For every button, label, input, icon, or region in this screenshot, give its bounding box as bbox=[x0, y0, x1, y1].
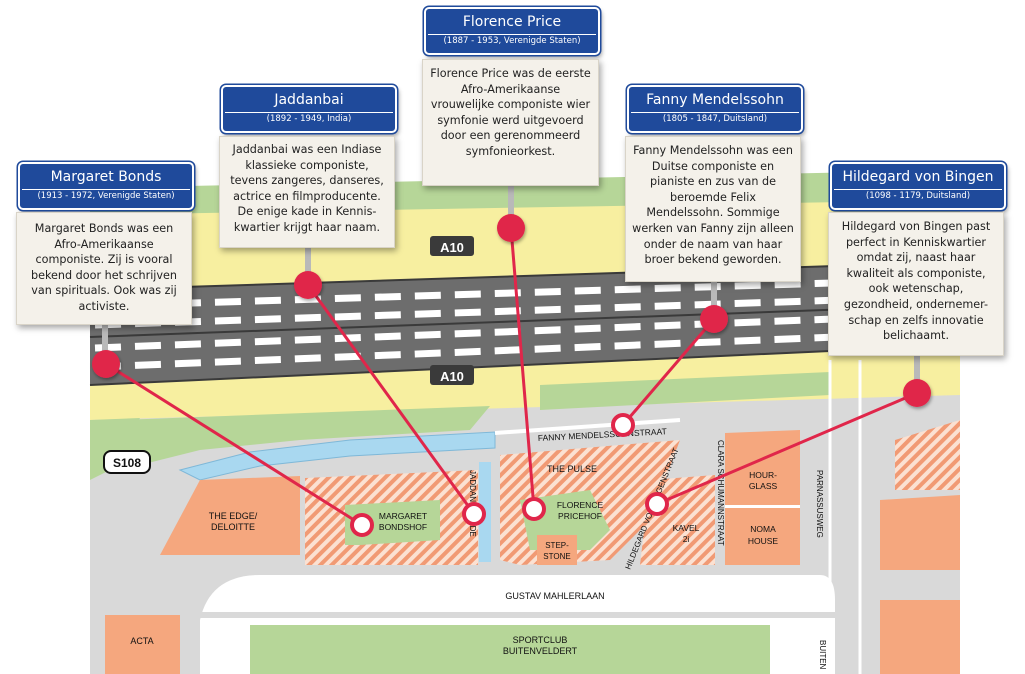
park-middle bbox=[120, 406, 490, 470]
map-label: STEP- bbox=[545, 541, 569, 550]
sign-name: Fanny Mendelssohn bbox=[646, 92, 784, 108]
target-pricehof bbox=[522, 497, 546, 521]
street-clara-label: CLARA SCHUMANNSTRAAT bbox=[716, 440, 725, 546]
building-hourglass-block bbox=[725, 430, 800, 565]
a10-top-label: A10 bbox=[440, 240, 464, 255]
sign-name: Margaret Bonds bbox=[50, 169, 162, 185]
map-label: BUITENVELDERT bbox=[503, 646, 578, 656]
sign-fanny-mendelssohn: Fanny Mendelssohn (1805 - 1847, Duitslan… bbox=[627, 85, 803, 133]
map-label: SPORTCLUB bbox=[513, 635, 568, 645]
target-jaddanbai bbox=[462, 502, 486, 526]
s108-label: S108 bbox=[113, 456, 141, 470]
target-fanny bbox=[611, 413, 635, 437]
s108-shield bbox=[103, 450, 151, 474]
info-jaddanbai: Jaddanbai was een Indiase klassieke comp… bbox=[219, 136, 395, 248]
sign-name: Jaddanbai bbox=[274, 92, 344, 108]
a10-bottom-shield bbox=[430, 365, 474, 385]
map-label: PRICEHOF bbox=[558, 511, 602, 521]
sign-jaddanbai: Jaddanbai (1892 - 1949, India) bbox=[221, 85, 397, 133]
a10-top-shield bbox=[430, 236, 474, 256]
map-label: THE PULSE bbox=[547, 464, 597, 474]
street-buitenveldert-label: BUITEN bbox=[818, 640, 827, 670]
canal bbox=[178, 431, 496, 481]
map-label: FLORENCE bbox=[557, 500, 604, 510]
map-label: DELOITTE bbox=[211, 522, 255, 532]
street-mahler-label: GUSTAV MAHLERLAAN bbox=[505, 591, 604, 601]
info-margaret-bonds: Margaret Bonds was een Afro-Amerikaanse … bbox=[16, 212, 192, 325]
dot-price bbox=[497, 214, 525, 242]
dot-jaddanbai bbox=[294, 271, 322, 299]
sign-name: Hildegard von Bingen bbox=[842, 169, 994, 185]
sign-dates: (1913 - 1972, Verenigde Staten) bbox=[22, 189, 190, 203]
map-label: GLASS bbox=[749, 481, 778, 491]
park-left bbox=[90, 418, 140, 480]
target-hildegard bbox=[645, 492, 669, 516]
map-label: HOUR- bbox=[749, 470, 777, 480]
target-bondshof bbox=[350, 513, 374, 537]
park-right-band bbox=[540, 372, 830, 410]
map-label: KAVEL bbox=[673, 523, 700, 533]
info-fanny-mendelssohn: Fanny Mendelssohn was een Duitse componi… bbox=[625, 136, 801, 282]
sign-dates: (1892 - 1949, India) bbox=[225, 112, 393, 126]
info-hildegard-von-bingen: Hildegard von Bingen past perfect in Ken… bbox=[828, 212, 1004, 356]
map-label: MARGARET bbox=[379, 511, 427, 521]
dot-hildegard bbox=[903, 379, 931, 407]
sign-dates: (1887 - 1953, Verenigde Staten) bbox=[428, 34, 596, 48]
sign-dates: (1098 - 1179, Duitsland) bbox=[834, 189, 1002, 203]
sign-hildegard-von-bingen: Hildegard von Bingen (1098 - 1179, Duits… bbox=[830, 162, 1006, 210]
map-label: BONDSHOF bbox=[379, 522, 427, 532]
street-parnassus-label: PARNASSUSWEG bbox=[815, 470, 824, 538]
map-label: STONE bbox=[543, 552, 570, 561]
building-right bbox=[895, 420, 960, 490]
dot-bonds bbox=[92, 350, 120, 378]
lane-markings bbox=[94, 275, 961, 371]
map-label: 2i bbox=[683, 534, 690, 544]
sign-name: Florence Price bbox=[462, 14, 562, 30]
dot-fanny bbox=[700, 305, 728, 333]
a10-bottom-label: A10 bbox=[440, 369, 464, 384]
sign-margaret-bonds: Margaret Bonds (1913 - 1972, Verenigde S… bbox=[18, 162, 194, 210]
map-label: HOUSE bbox=[748, 536, 779, 546]
info-florence-price: Florence Price was de eerste Afro-Amerik… bbox=[422, 59, 599, 186]
building-edge bbox=[160, 476, 300, 555]
map-label: NOMA bbox=[750, 524, 776, 534]
map-label: ACTA bbox=[130, 636, 153, 646]
sign-dates: (1805 - 1847, Duitsland) bbox=[631, 112, 799, 126]
map-label: THE EDGE/ bbox=[209, 511, 258, 521]
sign-florence-price: Florence Price (1887 - 1953, Verenigde S… bbox=[424, 7, 600, 55]
building-stepstone bbox=[537, 535, 577, 565]
